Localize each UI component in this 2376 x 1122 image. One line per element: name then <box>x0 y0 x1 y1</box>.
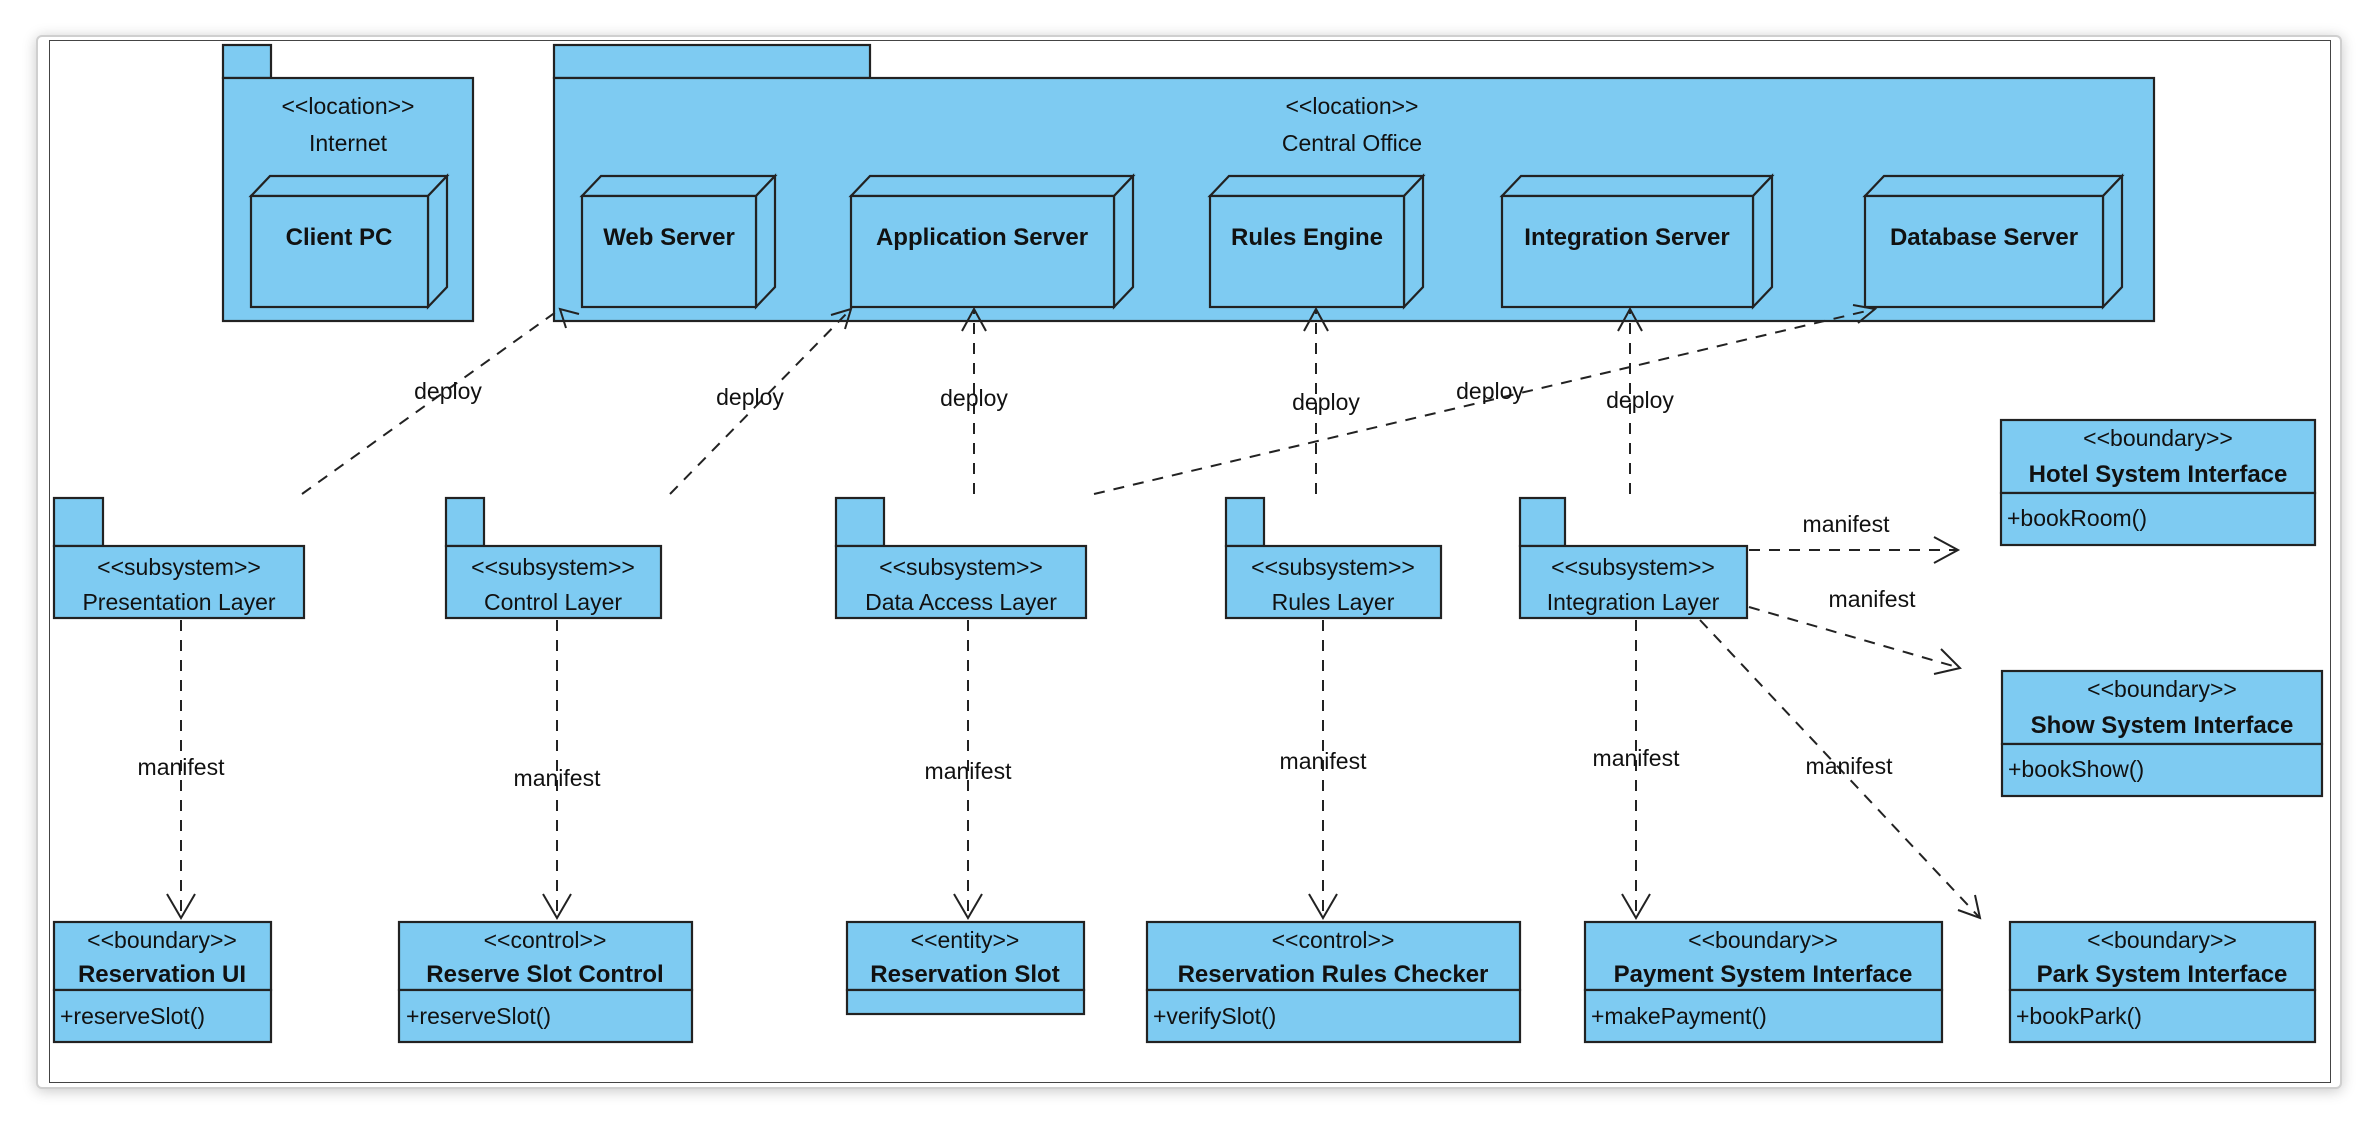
subsystem-stereotype: <<subsystem>> <box>471 554 635 580</box>
class-name: Reserve Slot Control <box>426 961 663 988</box>
class-operation: +verifySlot() <box>1153 1003 1276 1029</box>
deploy-label: deploy <box>1606 387 1674 413</box>
class-stereotype: <<entity>> <box>911 927 1020 953</box>
class-operation: +reserveSlot() <box>60 1003 205 1029</box>
deploy-integration-to-integration-server: deploy <box>1606 306 1674 494</box>
class-operation: +bookPark() <box>2016 1003 2142 1029</box>
subsystem-stereotype: <<subsystem>> <box>97 554 261 580</box>
node-database-server[interactable]: Database Server <box>1862 173 2125 310</box>
class-show-system-interface[interactable]: <<boundary>> Show System Interface +book… <box>2000 669 2324 798</box>
class-park-system-interface[interactable]: <<boundary>> Park System Interface +book… <box>2008 920 2317 1044</box>
manifest-label: manifest <box>1829 586 1917 612</box>
manifest-label: manifest <box>1593 745 1681 771</box>
deploy-label: deploy <box>940 385 1008 411</box>
node-web-server[interactable]: Web Server <box>579 173 778 310</box>
node-label: Integration Server <box>1524 224 1729 251</box>
manifest-presentation-to-reservation-ui: manifest <box>138 620 226 920</box>
deploy-label: deploy <box>716 384 784 410</box>
manifest-integration-to-payment-system-interface: manifest <box>1593 620 1681 920</box>
manifest-label: manifest <box>925 758 1013 784</box>
deploy-data-access-to-application-server: deploy <box>940 306 1008 494</box>
class-reservation-ui[interactable]: <<boundary>> Reservation UI +reserveSlot… <box>52 920 273 1044</box>
deploy-rules-to-rules-engine: deploy <box>1292 306 1360 494</box>
subsystem-name: Control Layer <box>484 589 622 615</box>
node-label: Database Server <box>1890 224 2078 251</box>
node-integration-server[interactable]: Integration Server <box>1499 173 1775 310</box>
class-operation: +bookShow() <box>2008 756 2144 782</box>
class-stereotype: <<boundary>> <box>87 927 237 953</box>
class-name: Reservation UI <box>78 961 246 988</box>
deploy-data-access-to-database-server: deploy <box>1093 304 1878 495</box>
class-name: Show System Interface <box>2031 712 2294 739</box>
class-hotel-system-interface[interactable]: <<boundary>> Hotel System Interface +boo… <box>1999 418 2317 547</box>
manifest-data-access-to-reservation-slot: manifest <box>925 620 1013 920</box>
class-name: Hotel System Interface <box>2029 461 2288 488</box>
node-rules-engine[interactable]: Rules Engine <box>1207 173 1426 310</box>
location-name: Central Office <box>1282 130 1422 156</box>
class-stereotype: <<boundary>> <box>2087 676 2237 702</box>
class-name: Reservation Rules Checker <box>1178 961 1489 988</box>
class-name: Park System Interface <box>2037 961 2288 988</box>
node-label: Client PC <box>286 224 393 251</box>
subsystem-control-layer[interactable]: <<subsystem>> Control Layer <box>444 496 663 620</box>
deployment-diagram: <<location>> Internet <<location>> Centr… <box>52 43 2324 1044</box>
diagram-frame: <<location>> Internet <<location>> Centr… <box>36 35 2342 1089</box>
subsystem-data-access-layer[interactable]: <<subsystem>> Data Access Layer <box>834 496 1088 620</box>
manifest-label: manifest <box>1280 748 1368 774</box>
diagram-canvas: <<location>> Internet <<location>> Centr… <box>49 40 2331 1083</box>
manifest-integration-to-show-system-interface: manifest <box>1748 586 1962 675</box>
deploy-control-to-application-server: deploy <box>669 307 853 495</box>
manifest-integration-to-park-system-interface: manifest <box>1699 619 1982 920</box>
manifest-control-to-reserve-slot-control: manifest <box>514 620 602 920</box>
class-stereotype: <<boundary>> <box>2083 425 2233 451</box>
manifest-rules-to-reservation-rules-checker: manifest <box>1280 620 1368 920</box>
subsystem-stereotype: <<subsystem>> <box>1551 554 1715 580</box>
node-application-server[interactable]: Application Server <box>848 173 1136 310</box>
node-label: Rules Engine <box>1231 224 1383 251</box>
manifest-label: manifest <box>1806 753 1894 779</box>
location-name: Internet <box>309 130 388 156</box>
deploy-label: deploy <box>1292 389 1360 415</box>
subsystem-integration-layer[interactable]: <<subsystem>> Integration Layer <box>1518 496 1749 620</box>
class-reservation-slot[interactable]: <<entity>> Reservation Slot <box>845 920 1086 1016</box>
subsystem-stereotype: <<subsystem>> <box>1251 554 1415 580</box>
class-name: Payment System Interface <box>1614 961 1913 988</box>
subsystem-stereotype: <<subsystem>> <box>879 554 1043 580</box>
class-stereotype: <<boundary>> <box>1688 927 1838 953</box>
deploy-label: deploy <box>414 378 482 404</box>
location-stereotype: <<location>> <box>1285 93 1418 119</box>
deploy-label: deploy <box>1456 378 1524 404</box>
class-reservation-rules-checker[interactable]: <<control>> Reservation Rules Checker +v… <box>1145 920 1522 1044</box>
class-operation: +makePayment() <box>1591 1003 1767 1029</box>
class-stereotype: <<control>> <box>484 927 607 953</box>
class-name: Reservation Slot <box>870 961 1059 988</box>
subsystem-name: Presentation Layer <box>82 589 275 615</box>
class-stereotype: <<boundary>> <box>2087 927 2237 953</box>
manifest-integration-to-hotel-system-interface: manifest <box>1749 511 1961 564</box>
node-label: Application Server <box>876 224 1088 251</box>
manifest-label: manifest <box>514 765 602 791</box>
subsystem-name: Data Access Layer <box>865 589 1057 615</box>
class-stereotype: <<control>> <box>1272 927 1395 953</box>
class-operation: +reserveSlot() <box>406 1003 551 1029</box>
location-stereotype: <<location>> <box>281 93 414 119</box>
class-reserve-slot-control[interactable]: <<control>> Reserve Slot Control +reserv… <box>397 920 694 1044</box>
subsystem-presentation-layer[interactable]: <<subsystem>> Presentation Layer <box>52 496 306 620</box>
manifest-label: manifest <box>138 754 226 780</box>
node-client-pc[interactable]: Client PC <box>248 173 450 310</box>
node-label: Web Server <box>603 224 735 251</box>
deploy-presentation-to-web-server: deploy <box>301 307 580 495</box>
class-payment-system-interface[interactable]: <<boundary>> Payment System Interface +m… <box>1583 920 1944 1044</box>
subsystem-rules-layer[interactable]: <<subsystem>> Rules Layer <box>1224 496 1443 620</box>
subsystem-name: Integration Layer <box>1547 589 1720 615</box>
class-operation: +bookRoom() <box>2007 505 2147 531</box>
manifest-label: manifest <box>1803 511 1891 537</box>
subsystem-name: Rules Layer <box>1272 589 1395 615</box>
